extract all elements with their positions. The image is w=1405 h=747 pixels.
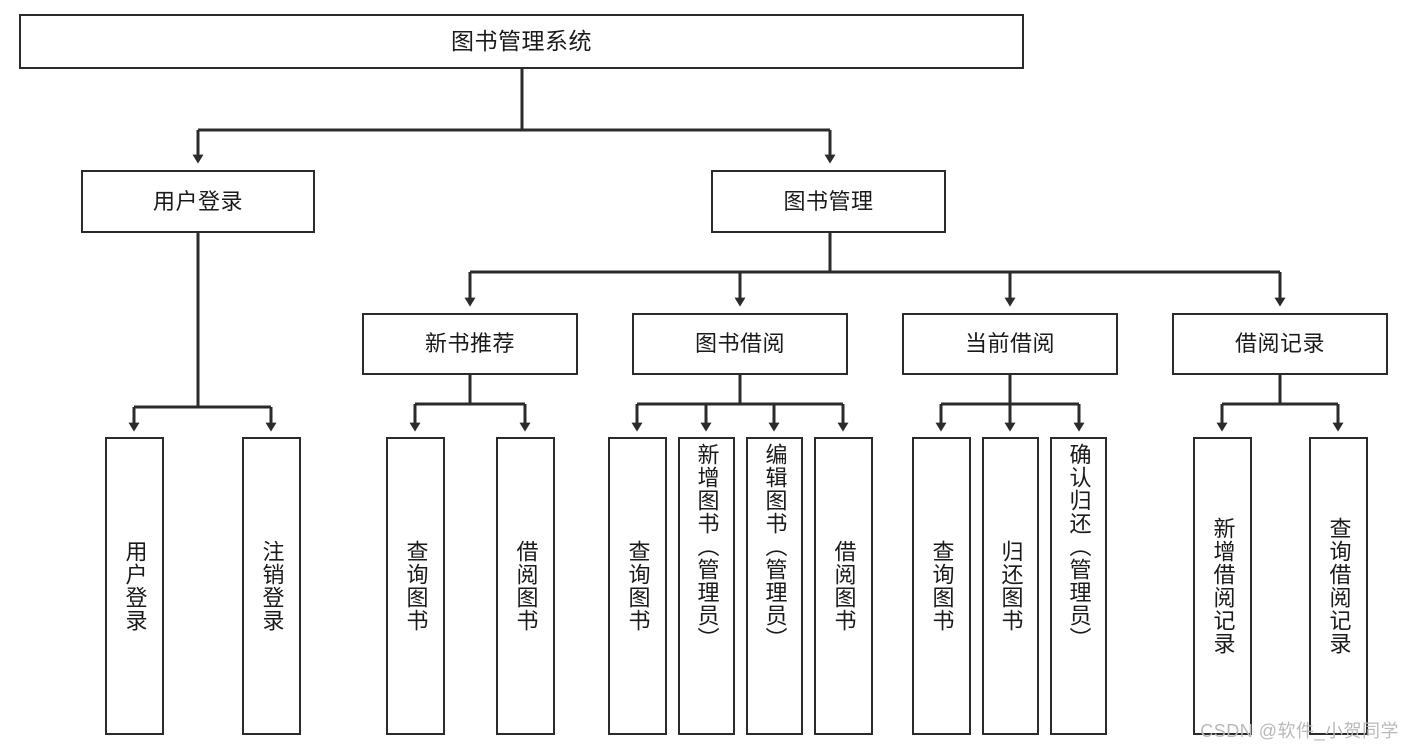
node-label: 新增图书（管理员） <box>694 443 720 650</box>
node-label: 查询图书 <box>403 540 429 632</box>
node-label: 确认归还（管理员） <box>1066 443 1092 650</box>
leaf-current-return-book[interactable]: 归还图书 <box>982 437 1039 735</box>
node-label: 归还图书 <box>998 540 1024 632</box>
node-label: 图书借阅 <box>694 331 785 357</box>
node-book-management[interactable]: 图书管理 <box>711 170 946 233</box>
node-new-book-recommend[interactable]: 新书推荐 <box>362 313 578 375</box>
node-label: 用户登录 <box>122 540 148 632</box>
node-label: 用户登录 <box>152 188 243 214</box>
leaf-user-logout[interactable]: 注销登录 <box>242 437 301 735</box>
node-label: 图书管理系统 <box>451 28 592 55</box>
node-label: 查询图书 <box>929 540 955 632</box>
node-label: 查询图书 <box>625 540 651 632</box>
node-label: 查询借阅记录 <box>1326 517 1352 655</box>
leaf-borrow-add-book-admin[interactable]: 新增图书（管理员） <box>678 437 735 735</box>
watermark-text: CSDN @软件_小贺同学 <box>1200 721 1399 741</box>
leaf-user-login[interactable]: 用户登录 <box>105 437 164 735</box>
node-book-borrow[interactable]: 图书借阅 <box>632 313 848 375</box>
node-label: 新增借阅记录 <box>1210 517 1236 655</box>
node-label: 注销登录 <box>259 540 285 632</box>
leaf-recommend-query-book[interactable]: 查询图书 <box>386 437 445 735</box>
node-label: 当前借阅 <box>964 331 1055 357</box>
node-label: 图书管理 <box>783 188 874 214</box>
node-user-login[interactable]: 用户登录 <box>81 170 315 233</box>
node-label: 借阅记录 <box>1234 331 1325 357</box>
node-label: 借阅图书 <box>831 540 857 632</box>
node-current-borrow[interactable]: 当前借阅 <box>902 313 1118 375</box>
leaf-current-confirm-return-admin[interactable]: 确认归还（管理员） <box>1050 437 1107 735</box>
leaf-borrow-borrow-book[interactable]: 借阅图书 <box>814 437 873 735</box>
node-label: 编辑图书（管理员） <box>762 443 788 650</box>
node-borrow-record[interactable]: 借阅记录 <box>1172 313 1388 375</box>
leaf-current-query-book[interactable]: 查询图书 <box>912 437 971 735</box>
leaf-borrow-edit-book-admin[interactable]: 编辑图书（管理员） <box>746 437 803 735</box>
leaf-borrow-query-book[interactable]: 查询图书 <box>608 437 667 735</box>
node-label: 新书推荐 <box>424 331 515 357</box>
leaf-record-query-record[interactable]: 查询借阅记录 <box>1309 437 1368 735</box>
leaf-recommend-borrow-book[interactable]: 借阅图书 <box>496 437 555 735</box>
leaf-record-add-record[interactable]: 新增借阅记录 <box>1193 437 1252 735</box>
node-label: 借阅图书 <box>513 540 539 632</box>
node-root-system[interactable]: 图书管理系统 <box>19 14 1024 69</box>
